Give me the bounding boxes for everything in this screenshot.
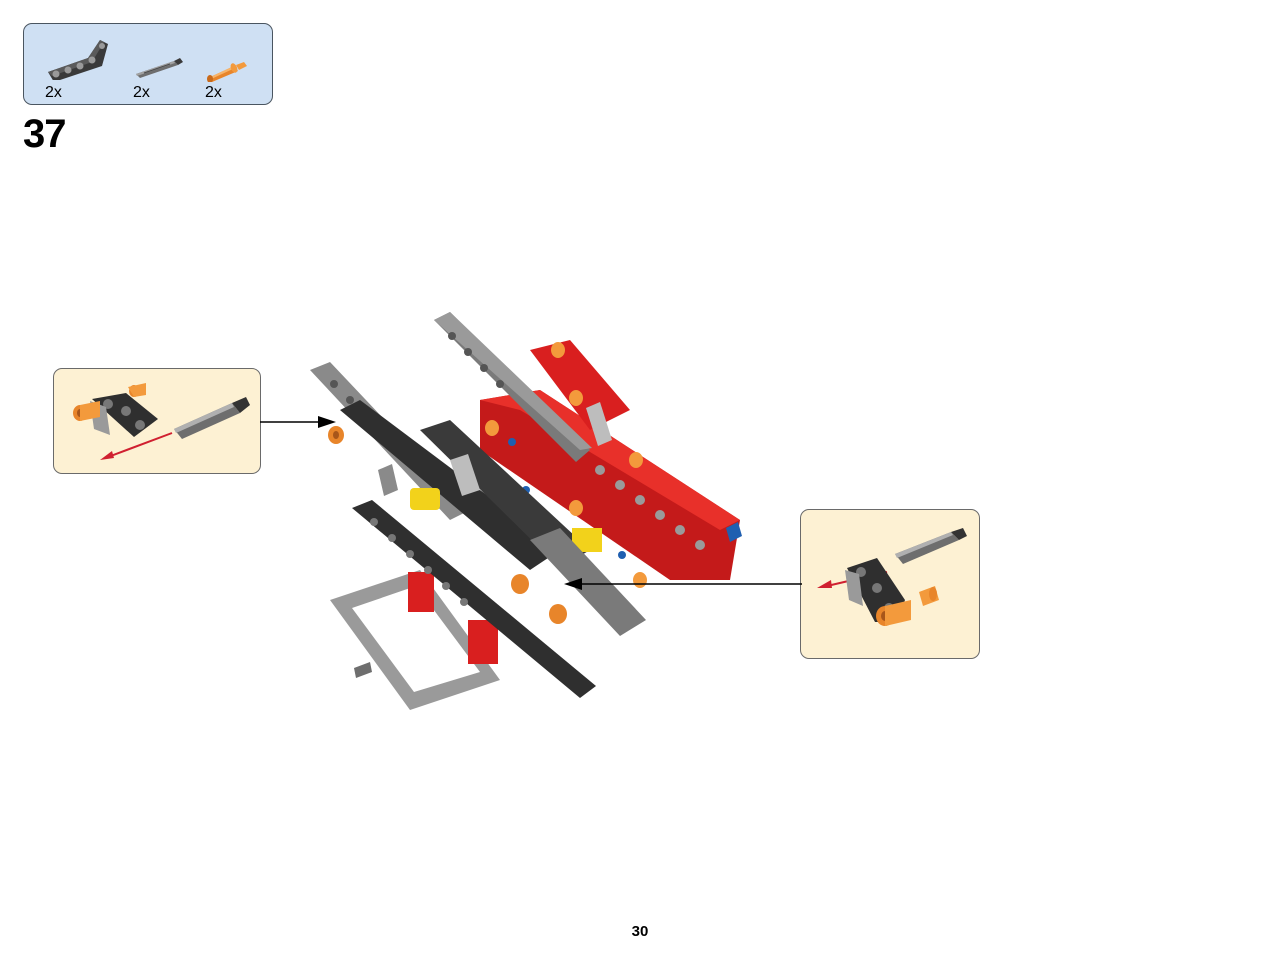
part-qty: 2x: [133, 84, 150, 101]
part-qty: 2x: [45, 84, 62, 101]
parts-list-box: 2x 2x 2x: [23, 23, 273, 105]
part-qty: 2x: [205, 84, 222, 101]
left-pointer-arrow: [260, 412, 340, 432]
black-angled-liftarm-icon: [42, 32, 112, 80]
liftarm-pin-axle-icon: [73, 383, 250, 460]
orange-pin-icon: [204, 58, 248, 82]
gray-axle-icon: [134, 56, 184, 78]
main-model-illustration: [300, 300, 760, 720]
sub-assembly-callout-left: [53, 368, 261, 474]
right-pointer-arrow: [560, 574, 802, 594]
page-number: 30: [631, 923, 649, 940]
liftarm-pin-axle-icon: [817, 528, 967, 626]
sub-assembly-callout-right: [800, 509, 980, 659]
step-number: 37: [23, 112, 66, 156]
